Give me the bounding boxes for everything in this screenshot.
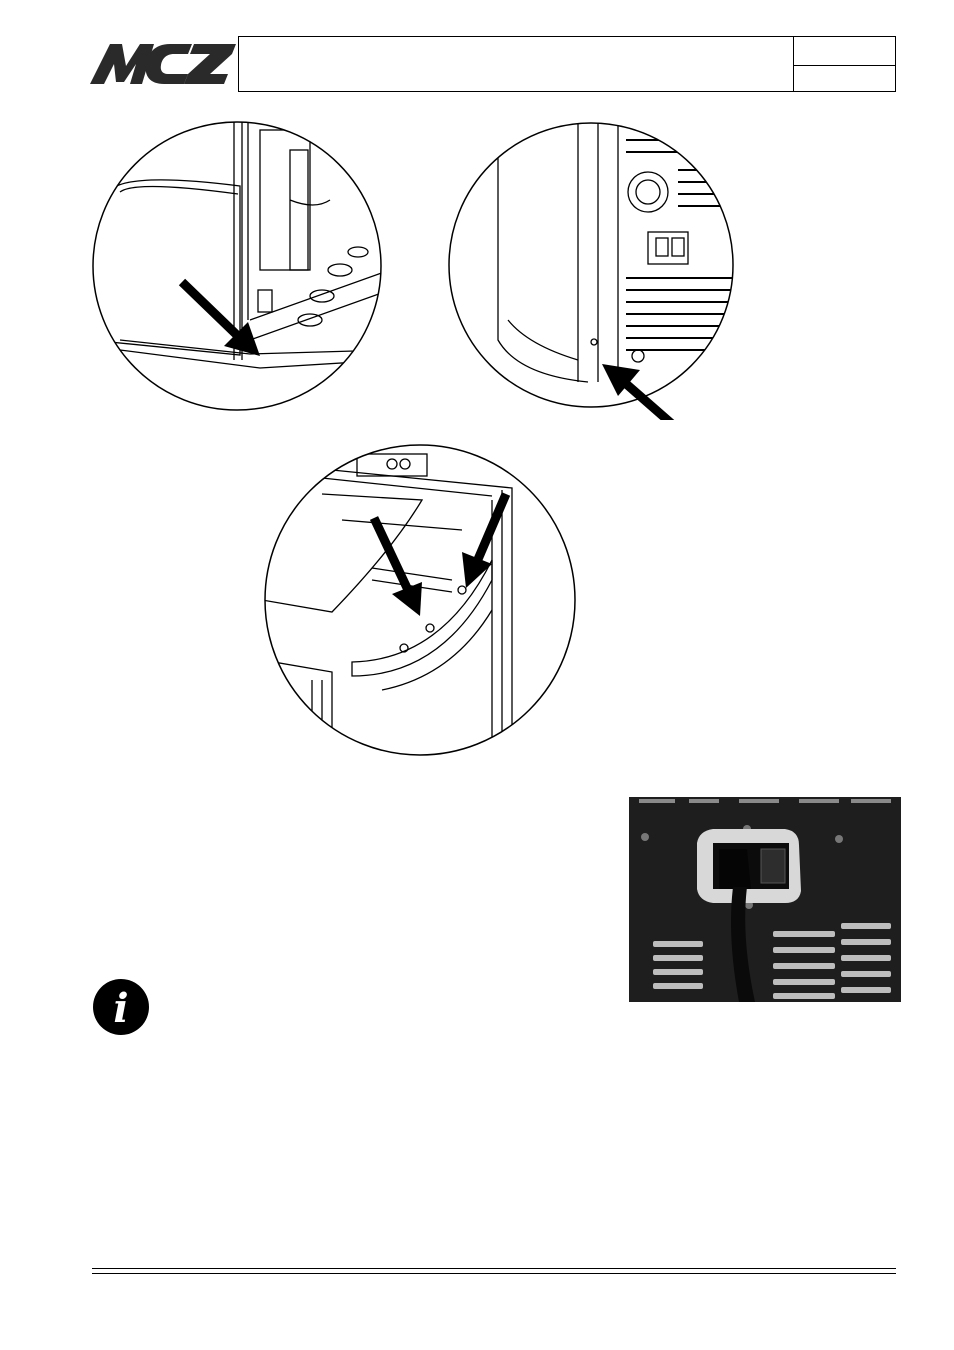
header-box bbox=[238, 36, 896, 92]
detail-rear-screw bbox=[448, 122, 734, 420]
detail-bottom-left-screw bbox=[92, 121, 382, 411]
arrow-icon bbox=[462, 492, 511, 588]
mcz-logo bbox=[90, 44, 236, 84]
power-socket-photo bbox=[629, 797, 901, 1002]
svg-text:i: i bbox=[113, 985, 128, 1032]
footer-rule-top bbox=[92, 1268, 896, 1269]
detail-top-screws bbox=[264, 444, 576, 756]
info-icon: i bbox=[93, 979, 149, 1035]
arrow-icon bbox=[369, 516, 422, 616]
footer-rule-bottom bbox=[92, 1273, 896, 1274]
header-cell-divider bbox=[794, 65, 895, 66]
arrow-icon bbox=[602, 364, 675, 420]
header-right-cells bbox=[793, 37, 895, 91]
arrow-icon bbox=[178, 278, 260, 356]
